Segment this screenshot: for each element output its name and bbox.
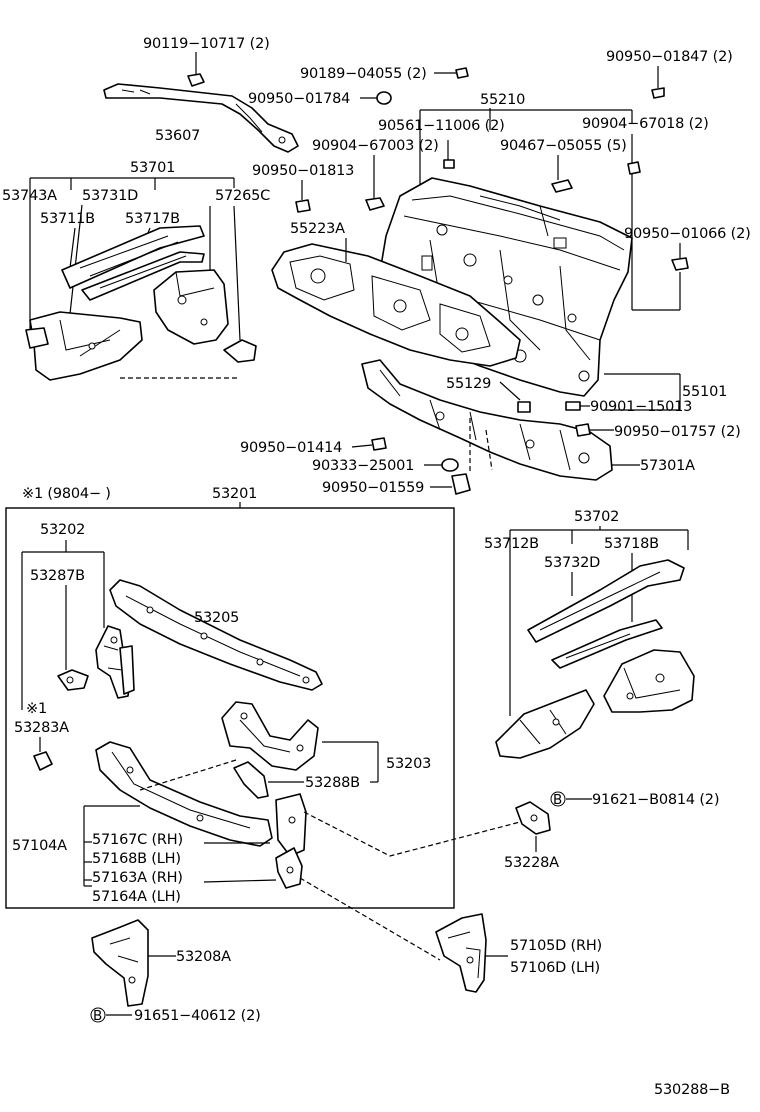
label-91651-40612: 91651−40612 (2) [134,1008,261,1024]
part-57265C [153,269,229,345]
label-53743A: 53743A [2,188,57,204]
label-53717B: 53717B [125,211,180,227]
bolt-mark-2: B [93,1008,102,1024]
label-90950-01813: 90950−01813 [252,163,354,179]
label-53701: 53701 [130,160,175,176]
label-90333-25001: 90333−25001 [312,458,414,474]
label-57106D: 57106D (LH) [510,960,600,976]
label-53287B: 53287B [30,568,85,584]
bolt-mark-1: B [553,792,562,808]
cowl-lower-57301A [361,359,613,481]
label-91621-B0814: 91621−B0814 (2) [592,792,719,808]
group-frame-53201 [5,507,455,909]
label-90950-01414: 90950−01414 [240,440,342,456]
label-90950-01784: 90950−01784 [248,91,350,107]
label-53201: 53201 [212,486,257,502]
lower-support-57104A [95,741,273,847]
label-90904-67003: 90904−67003 (2) [312,138,439,154]
label-53702: 53702 [574,509,619,525]
bolt-mark-icon-2 [90,1007,106,1023]
part-53712B [495,689,595,759]
label-90904-67018: 90904−67018 (2) [582,116,709,132]
label-90901-15013: 90901−15013 [590,399,692,415]
label-57163A: 57163A (RH) [92,870,183,886]
note-star: ※1 [26,701,47,717]
label-53205: 53205 [194,610,239,626]
part-53228A [515,801,551,835]
label-55129: 55129 [446,376,491,392]
label-90950-01559: 90950−01559 [322,480,424,496]
part-57163A [275,793,307,857]
label-90950-01757: 90950−01757 (2) [614,424,741,440]
label-90119-10717: 90119−10717 (2) [143,36,270,52]
label-57265C: 57265C [215,188,270,204]
label-53228A: 53228A [504,855,559,871]
label-53203: 53203 [386,756,431,772]
part-53208A [91,919,149,1007]
part-53717B [81,251,205,301]
part-57105D [435,913,487,993]
label-57164A: 57164A (LH) [92,889,181,905]
part-53731D [61,225,205,289]
label-53732D: 53732D [544,555,600,571]
label-53283A: 53283A [14,720,69,736]
label-55210: 55210 [480,92,525,108]
upper-support-53205 [109,579,323,691]
label-55101: 55101 [682,384,727,400]
label-53607: 53607 [155,128,200,144]
label-90561-11006: 90561−11006 (2) [378,118,505,134]
label-53718B: 53718B [604,536,659,552]
part-53718B [551,619,663,669]
label-53288B: 53288B [305,775,360,791]
label-55223A: 55223A [290,221,345,237]
part-53711B [29,311,143,381]
label-53711B: 53711B [40,211,95,227]
label-57104A: 57104A [12,838,67,854]
silencer-55223A [271,243,521,367]
label-57301A: 57301A [640,458,695,474]
part-53732D [527,559,685,643]
label-90467-05055: 90467−05055 (5) [500,138,627,154]
part-cowl-side-rh [603,649,695,713]
label-90950-01066: 90950−01066 (2) [624,226,751,242]
diagram-id: 530288−B [654,1082,730,1098]
label-57167C: 57167C (RH) [92,832,183,848]
part-53203 [221,701,319,771]
bolt-mark-icon [550,791,566,807]
label-53202: 53202 [40,522,85,538]
label-53208A: 53208A [176,949,231,965]
label-57105D: 57105D (RH) [510,938,602,954]
label-90189-04055: 90189−04055 (2) [300,66,427,82]
label-90950-01847: 90950−01847 (2) [606,49,733,65]
note-range: ※1 (9804− ) [22,486,111,502]
brace-53607 [103,73,299,153]
label-53712B: 53712B [484,536,539,552]
label-57168B: 57168B (LH) [92,851,181,867]
part-57167C [275,847,303,889]
label-53731D: 53731D [82,188,138,204]
part-53288B [233,761,269,799]
